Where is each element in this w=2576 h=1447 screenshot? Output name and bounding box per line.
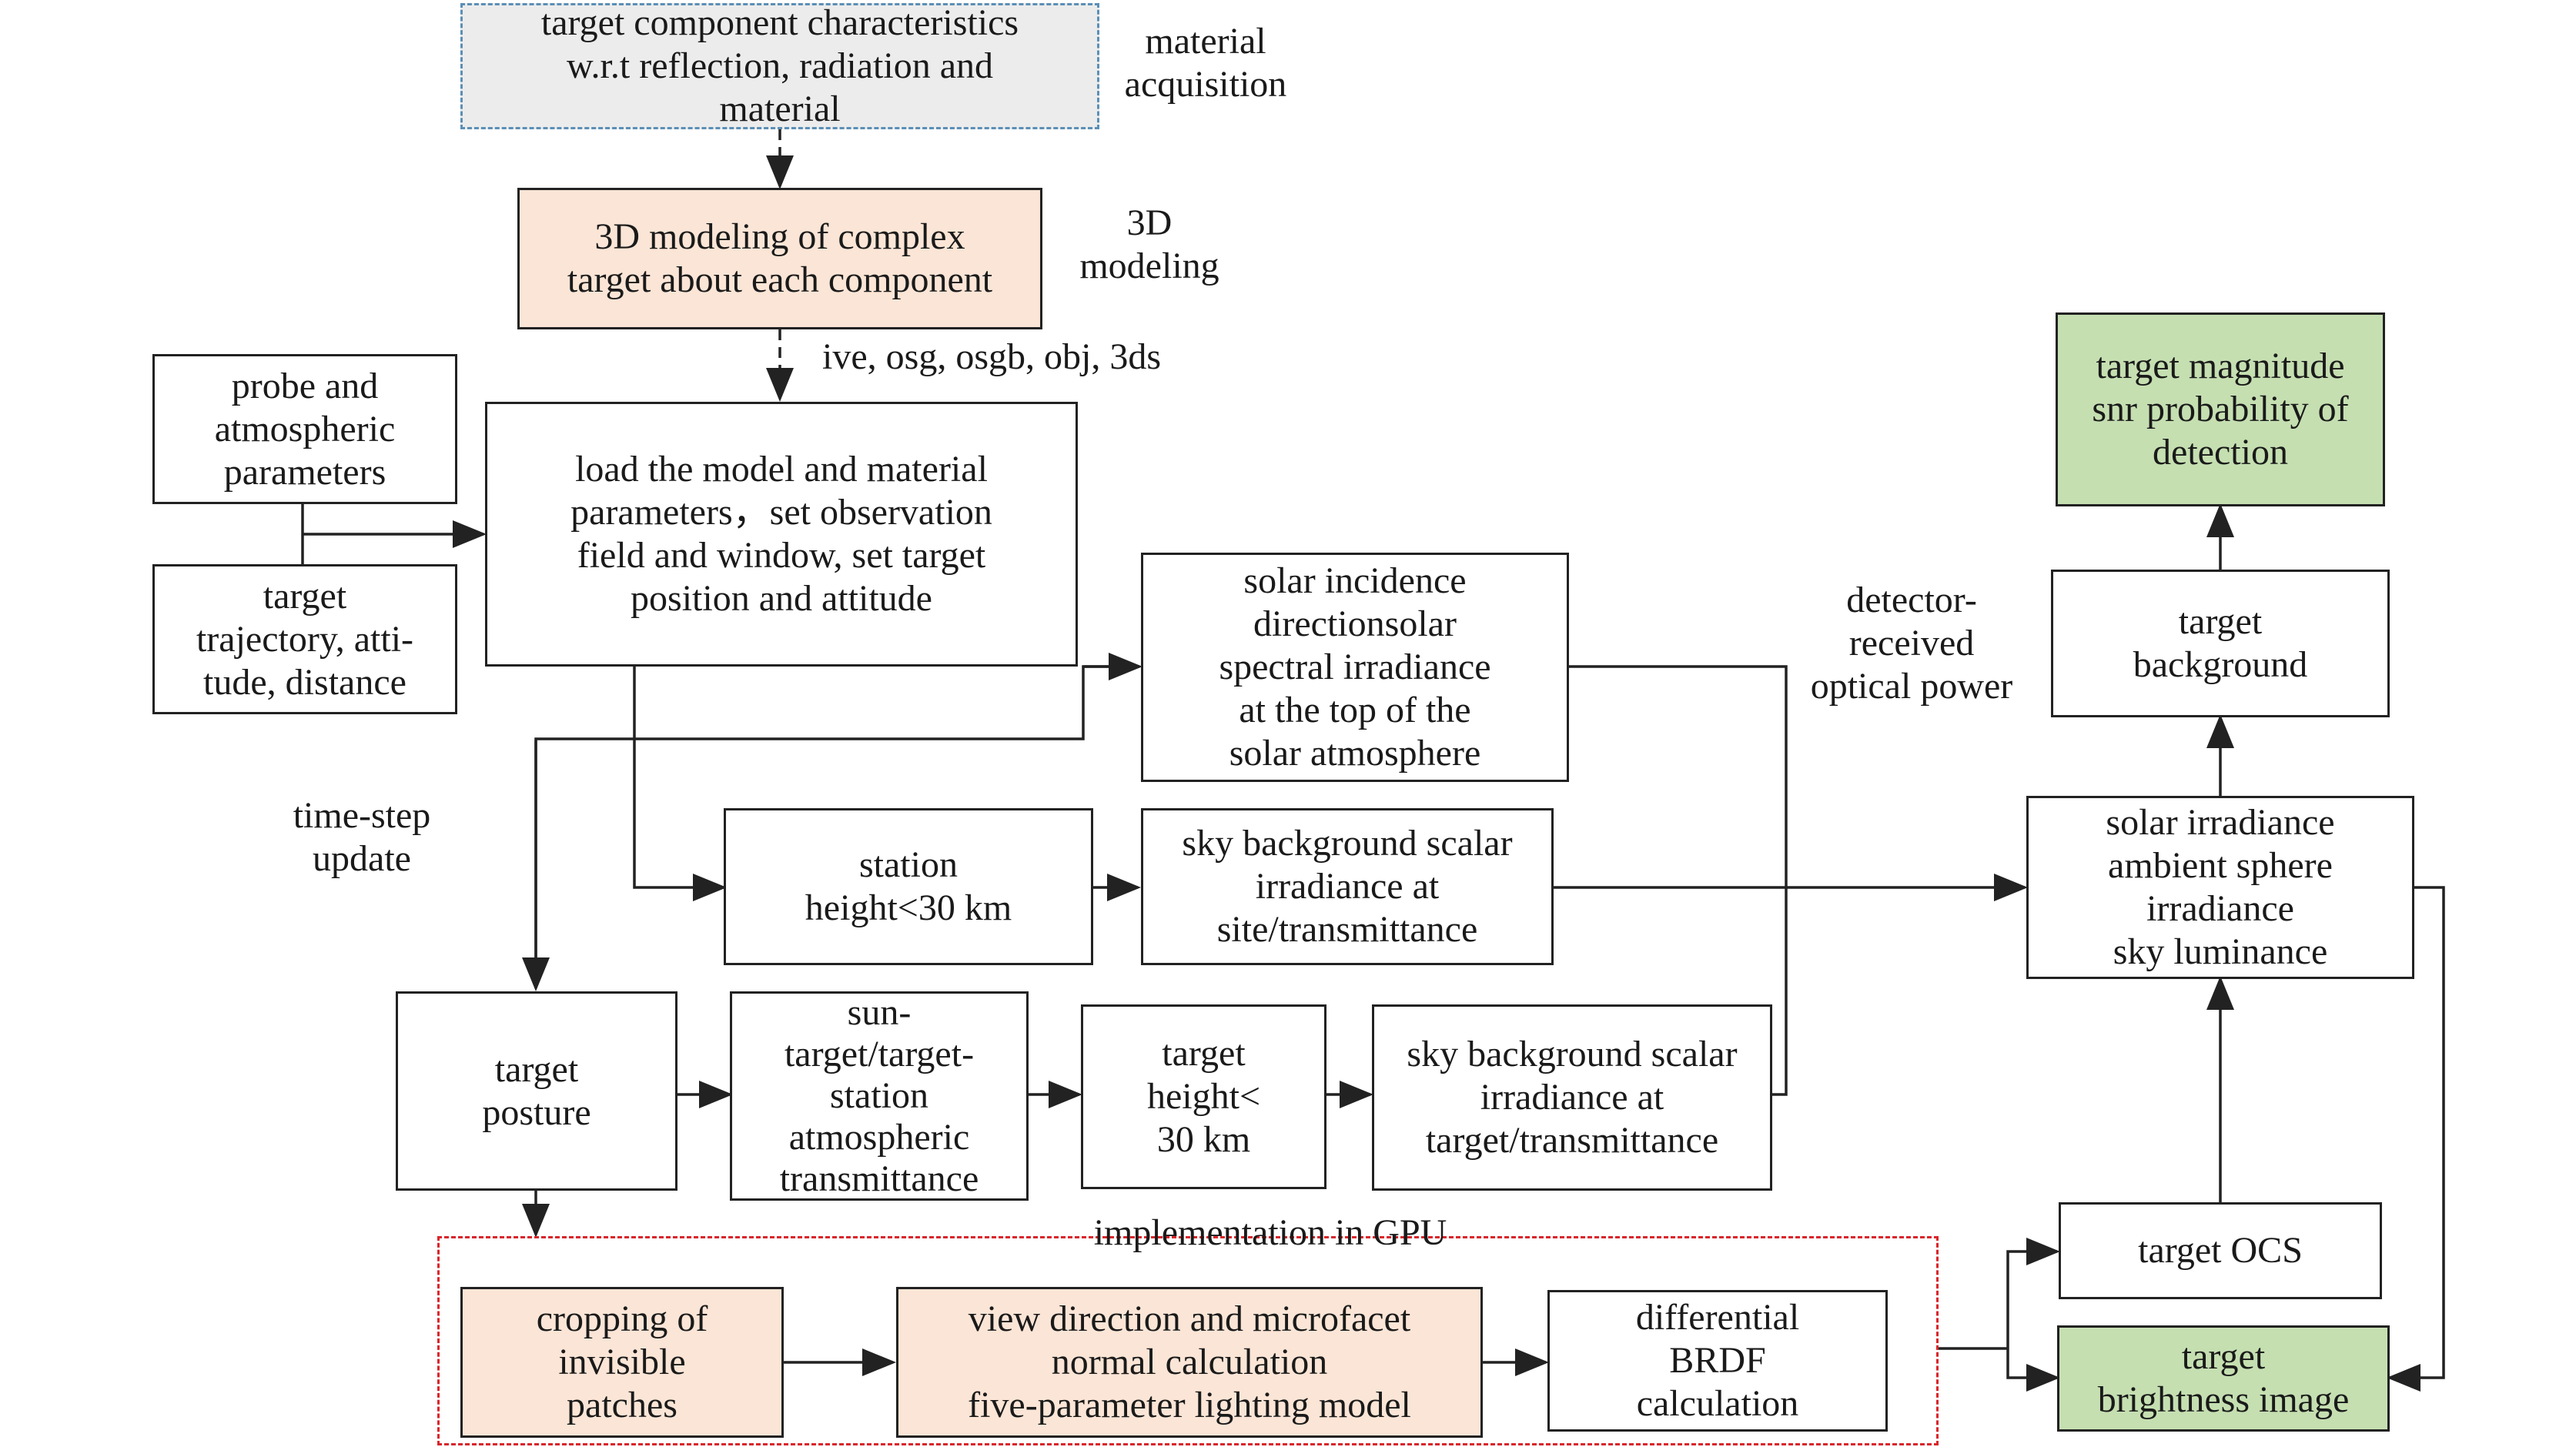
load-model-box: load the model and material parameters，s… [485, 402, 1078, 667]
arrow-irradiance-to-brightness [2387, 886, 2445, 1392]
target-magnitude-box: target magnitude snr probability of dete… [2056, 312, 2385, 506]
differential-brdf-box: differential BRDF calculation [1547, 1290, 1888, 1432]
arrow-load-to-station [633, 667, 727, 901]
formats-label: ive, osg, osgb, obj, 3ds [822, 336, 1162, 377]
view-direction-box: view direction and microfacet normal cal… [896, 1287, 1483, 1438]
arrow-gpu-to-ocs [2006, 1238, 2060, 1348]
target-ocs-box: target OCS [2059, 1202, 2382, 1299]
solar-incidence-box: solar incidence directionsolar spectral … [1141, 553, 1569, 782]
modeling-3d-box: 3D modeling of complex target about each… [517, 188, 1042, 329]
gpu-implementation-label: implementation in GPU [1093, 1212, 1447, 1253]
sky-bg-target-box: sky background scalar irradiance at targ… [1372, 1004, 1772, 1191]
gpu-implementation-frame [437, 1236, 1939, 1445]
sky-bg-site-box: sky background scalar irradiance at site… [1141, 808, 1554, 965]
target-brightness-box: target brightness image [2057, 1325, 2390, 1432]
target-posture-box: target posture [396, 991, 677, 1191]
line-skybg-target-to-combiner [1772, 887, 1788, 1096]
target-trajectory-box: target trajectory, atti- tude, distance [152, 564, 457, 714]
target-height-box: target height< 30 km [1081, 1004, 1326, 1189]
modeling-3d-label: 3D modeling [1079, 202, 1219, 286]
sun-target-transmittance-box: sun- target/target- station atmospheric … [730, 991, 1029, 1201]
material-acquisition-label: material acquisition [1124, 21, 1287, 105]
target-characteristics-box: target component characteristics w.r.t r… [460, 2, 1099, 129]
arrow-gpu-to-brightness [2006, 1348, 2060, 1392]
time-step-update-label: time-step update [293, 795, 431, 879]
station-height-box: station height<30 km [724, 808, 1093, 965]
detector-power-label: detector- received optical power [1810, 580, 2013, 707]
solar-irradiance-box: solar irradiance ambient sphere irradian… [2026, 796, 2414, 979]
line-solar-to-combiner [1569, 665, 1788, 887]
probe-params-box: probe and atmospheric parameters [152, 354, 457, 504]
target-background-box: target background [2051, 570, 2390, 717]
cropping-box: cropping of invisible patches [460, 1287, 784, 1438]
